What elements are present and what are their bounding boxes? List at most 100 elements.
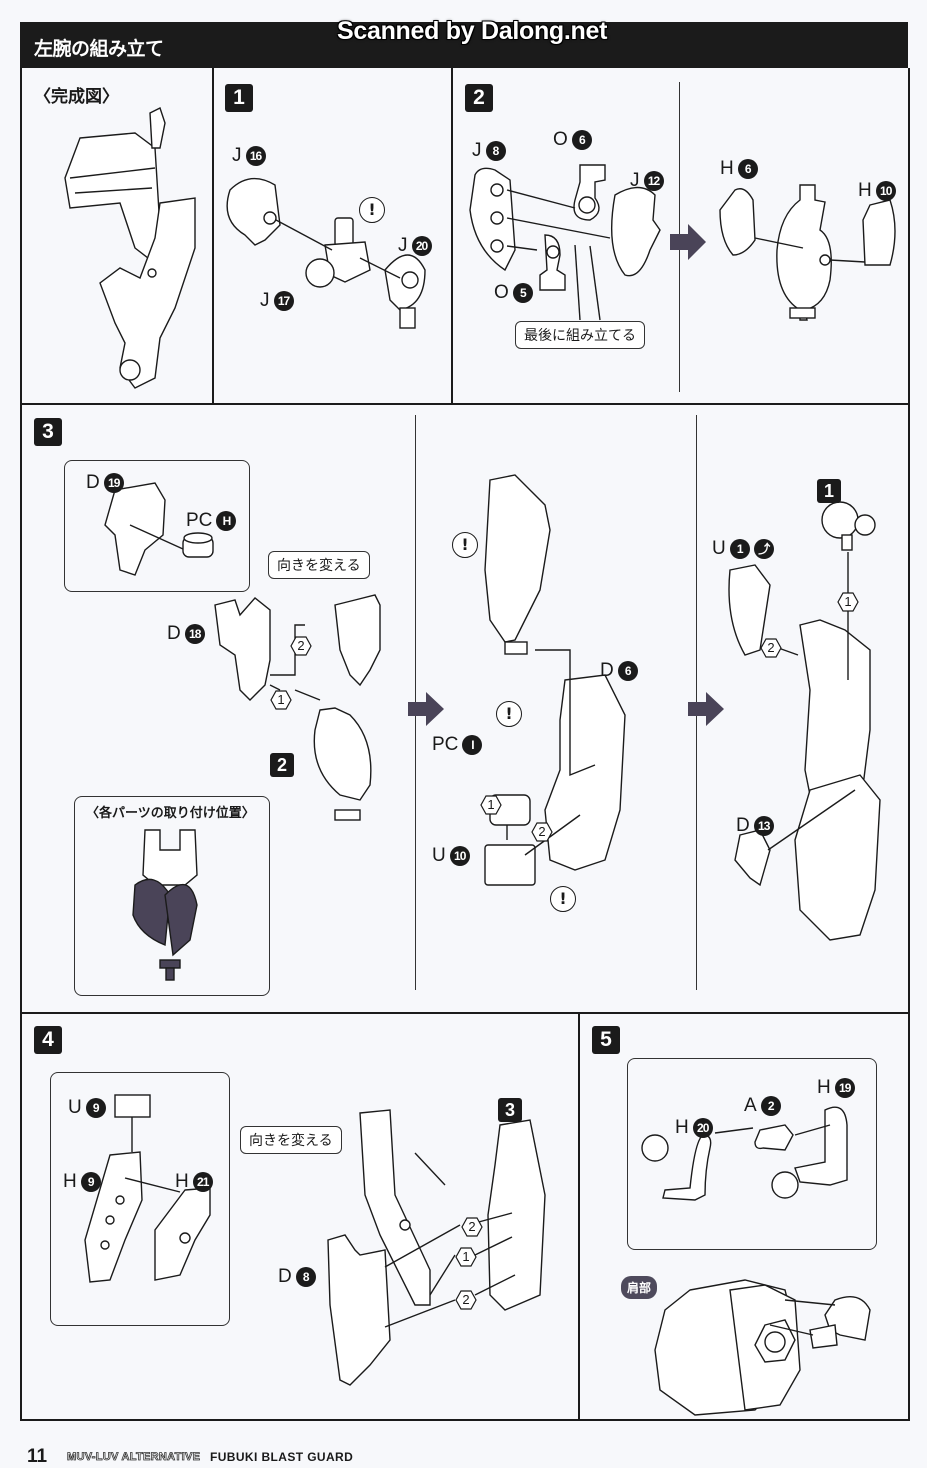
order-marker: 2 — [531, 822, 553, 842]
part-number: 18 — [184, 624, 205, 644]
runner-letter: H — [817, 1077, 831, 1098]
part-number: 19 — [103, 473, 124, 493]
part-number: 20 — [692, 1118, 713, 1138]
runner-letter: O — [494, 282, 509, 303]
warning-icon: ! — [452, 532, 478, 558]
step3-inset-illustration — [104, 482, 214, 576]
part-number: 2 — [760, 1096, 781, 1116]
section-title: 左腕の組み立て — [34, 38, 164, 60]
part-number: 9 — [80, 1172, 101, 1192]
order-marker: 2 — [290, 636, 312, 656]
page-frame — [20, 68, 910, 1421]
step-ref-badge: 3 — [498, 1098, 522, 1122]
step2-left-illustration — [469, 164, 661, 321]
runner-letter: H — [175, 1171, 189, 1192]
part-number: 12 — [643, 171, 664, 191]
part-number: 19 — [834, 1078, 855, 1098]
step-ref-badge: 2 — [270, 753, 294, 777]
step-badge-3: 3 — [34, 418, 62, 446]
step-ref-badge: 1 — [817, 479, 841, 503]
part-number: 9 — [85, 1098, 106, 1118]
part-number: 17 — [273, 291, 294, 311]
step4-inset-illustration — [84, 1094, 211, 1283]
part-number: 10 — [875, 181, 896, 201]
warning-icon: ! — [496, 701, 522, 727]
part-number: 21 — [192, 1172, 213, 1192]
runner-letter: D — [167, 623, 181, 644]
position-inset — [74, 796, 270, 996]
part-number: 8 — [485, 141, 506, 161]
watermark: Scanned by Dalong.net — [337, 17, 608, 45]
inset-box — [627, 1058, 877, 1250]
part-number: H — [216, 511, 237, 531]
part-number: 13 — [753, 816, 774, 836]
step-badge-5: 5 — [592, 1026, 620, 1054]
divider — [212, 68, 214, 404]
shoulder-label: 肩部 — [621, 1276, 658, 1299]
part-number: 5 — [512, 283, 533, 303]
step-badge-2: 2 — [465, 84, 493, 112]
divider — [20, 1012, 908, 1014]
part-number: 1 — [729, 539, 750, 559]
runner-letter: D — [600, 660, 614, 681]
order-marker: 1 — [837, 592, 859, 612]
step3-forearm-illustration — [214, 594, 381, 821]
order-marker: 2 — [455, 1290, 477, 1310]
order-marker: 2 — [760, 638, 782, 658]
runner-letter: D — [86, 472, 100, 493]
inset-box — [50, 1072, 230, 1326]
runner-letter: U — [68, 1097, 82, 1118]
step-badge-1: 1 — [225, 84, 253, 112]
shoulder-illustration — [654, 1279, 871, 1416]
step1-joint-illustration — [226, 177, 426, 329]
page-number: 11 — [27, 1446, 48, 1467]
runner-letter: J — [398, 235, 408, 256]
rotate-callout: 向きを変える — [268, 551, 370, 579]
part-number: 10 — [449, 846, 470, 866]
runner-letter: D — [736, 815, 750, 836]
next-arrow-icon — [408, 692, 444, 726]
rotate-callout: 向きを変える — [240, 1126, 342, 1154]
step-badge-4: 4 — [34, 1026, 62, 1054]
part-number: 16 — [245, 146, 266, 166]
part-number: 6 — [571, 130, 592, 150]
tool-icon: ⤴ — [753, 539, 774, 559]
step2-right-illustration — [719, 184, 896, 321]
step3-right-illustration — [728, 501, 881, 941]
runner-letter: U — [712, 538, 726, 559]
next-arrow-icon — [688, 692, 724, 726]
order-marker: 2 — [461, 1217, 483, 1237]
product-title: FUBUKI BLAST GUARD — [210, 1450, 354, 1464]
runner-letter: H — [720, 158, 734, 179]
next-arrow-icon — [670, 224, 706, 260]
runner-letter: J — [472, 140, 482, 161]
warning-icon: ! — [359, 197, 385, 223]
runner-letter: H — [858, 180, 872, 201]
runner-letter: H — [63, 1171, 77, 1192]
divider — [20, 403, 908, 405]
part-number: 6 — [737, 159, 758, 179]
runner-letter: PC — [432, 734, 459, 755]
part-number: 6 — [617, 661, 638, 681]
part-number: I — [462, 735, 483, 755]
